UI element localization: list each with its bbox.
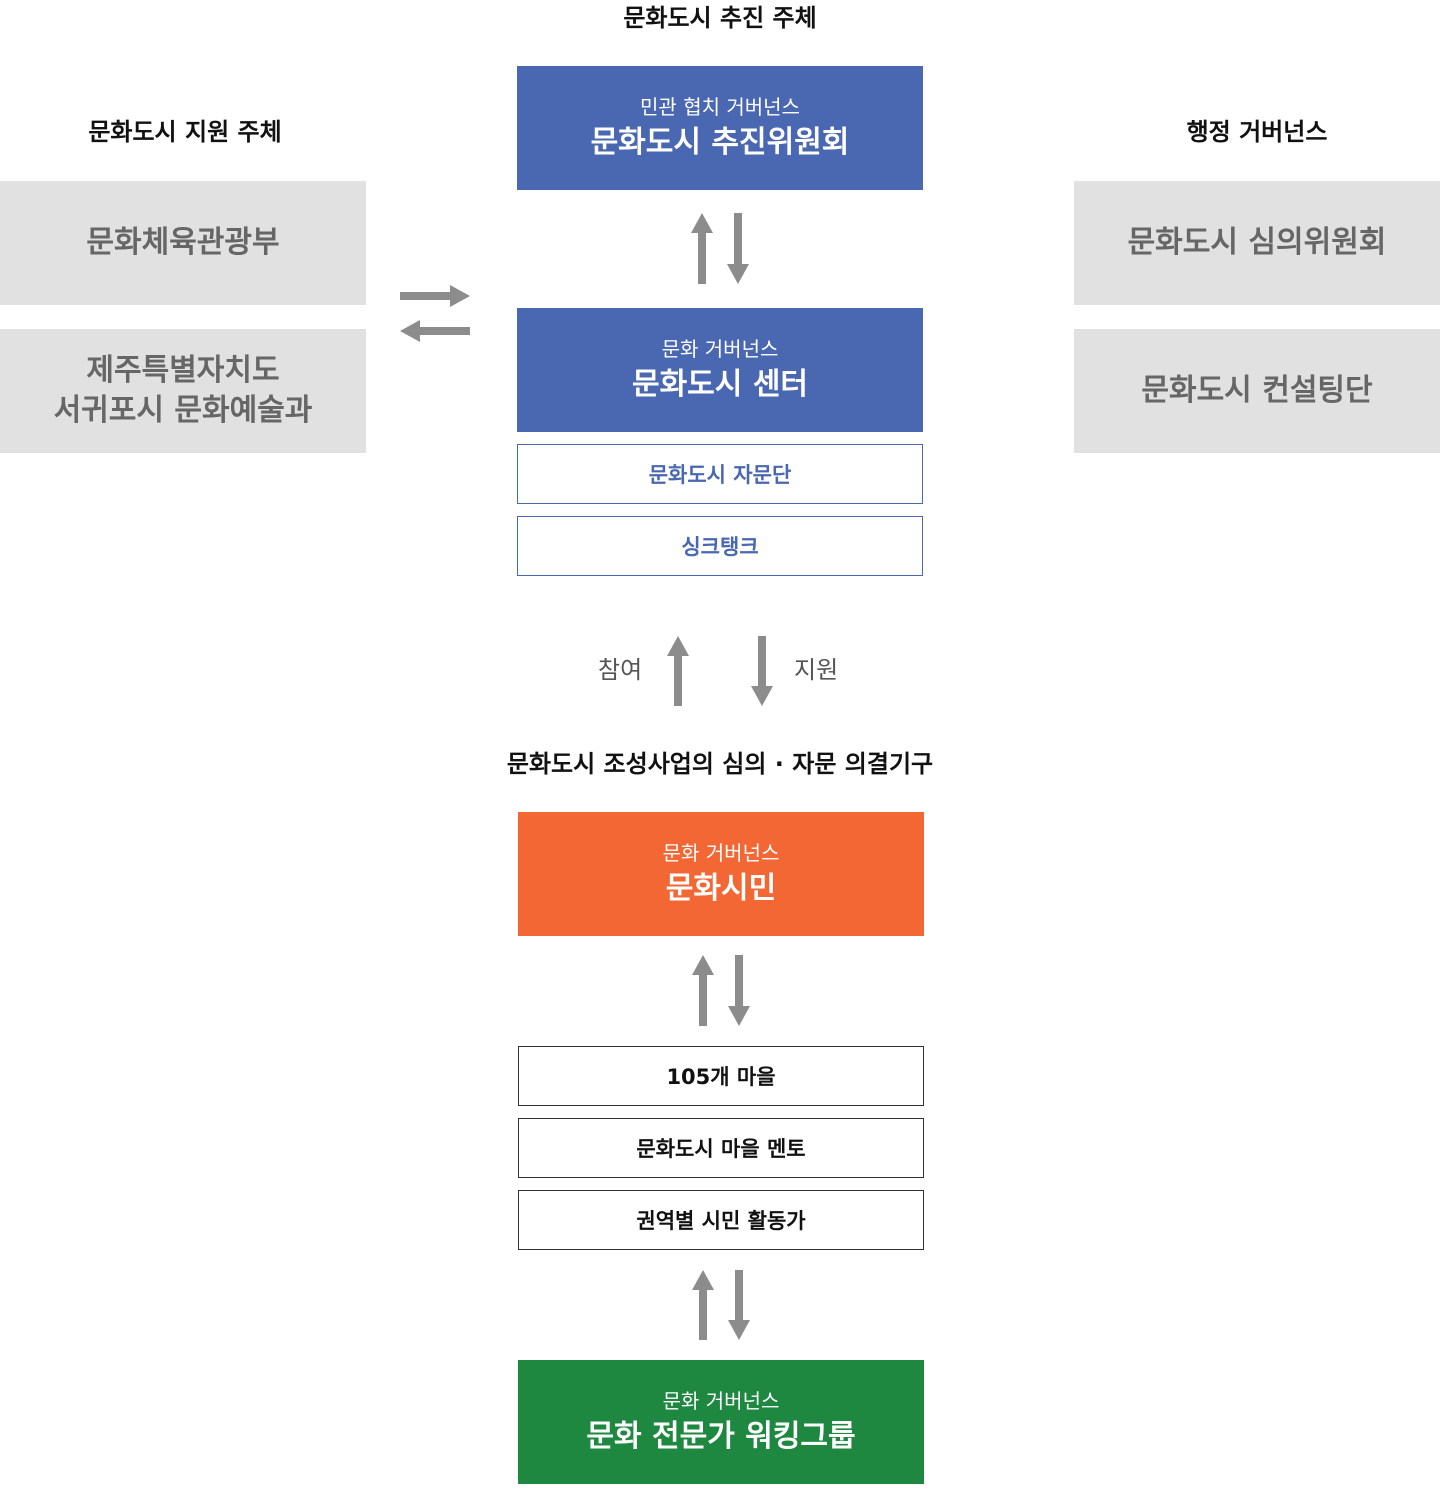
villages-box: 105개 마을 xyxy=(518,1046,924,1106)
thinktank-label: 싱크탱크 xyxy=(681,535,759,559)
consulting-label: 문화도시 컨설팅단 xyxy=(1141,372,1373,408)
thinktank-box: 싱크탱크 xyxy=(517,516,923,576)
committee-main: 문화도시 추진위원회 xyxy=(590,125,850,160)
ministry-box: 문화체육관광부 xyxy=(0,181,366,305)
activist-box: 권역별 시민 활동가 xyxy=(518,1190,924,1250)
experts-box: 문화 거버넌스 문화 전문가 워킹그룹 xyxy=(518,1360,924,1484)
council-heading: 문화도시 조성사업의 심의 · 자문 의결기구 xyxy=(506,750,934,778)
mentor-box: 문화도시 마을 멘토 xyxy=(518,1118,924,1178)
up-arrow-icon xyxy=(692,1270,714,1340)
advisory-label: 문화도시 자문단 xyxy=(648,463,792,487)
citizens-main: 문화시민 xyxy=(665,871,777,906)
committee-box: 민관 협치 거버넌스 문화도시 추진위원회 xyxy=(517,66,923,190)
left-arrow-icon xyxy=(400,320,470,342)
consulting-box: 문화도시 컨설팅단 xyxy=(1074,329,1440,453)
citizens-box: 문화 거버넌스 문화시민 xyxy=(518,812,924,936)
support-arrow-icon xyxy=(751,636,773,706)
review-committee-label: 문화도시 심의위원회 xyxy=(1127,224,1387,260)
villages-label: 105개 마을 xyxy=(666,1065,776,1089)
down-arrow-icon xyxy=(728,955,750,1026)
center-heading: 문화도시 추진 주체 xyxy=(623,4,817,32)
ministry-label: 문화체육관광부 xyxy=(86,224,280,260)
experts-main: 문화 전문가 워킹그룹 xyxy=(586,1419,856,1454)
support-label: 지원 xyxy=(794,656,839,684)
citizens-sub: 문화 거버넌스 xyxy=(662,841,780,865)
jeju-label: 제주특별자치도 서귀포시 문화예술과 xyxy=(53,352,313,429)
center-sub: 문화 거버넌스 xyxy=(661,337,779,361)
up-arrow-icon xyxy=(692,955,714,1026)
center-box: 문화 거버넌스 문화도시 센터 xyxy=(517,308,923,432)
up-arrow-icon xyxy=(691,213,713,284)
participate-label: 참여 xyxy=(598,656,643,684)
review-committee-box: 문화도시 심의위원회 xyxy=(1074,181,1440,305)
committee-sub: 민관 협치 거버넌스 xyxy=(640,95,800,119)
activist-label: 권역별 시민 활동가 xyxy=(636,1209,806,1233)
down-arrow-icon xyxy=(728,1270,750,1340)
center-main: 문화도시 센터 xyxy=(631,367,809,402)
experts-sub: 문화 거버넌스 xyxy=(662,1389,780,1413)
mentor-label: 문화도시 마을 멘토 xyxy=(636,1137,806,1161)
advisory-box: 문화도시 자문단 xyxy=(517,444,923,504)
participate-arrow-icon xyxy=(667,636,689,706)
right-arrow-icon xyxy=(400,285,470,307)
left-heading: 문화도시 지원 주체 xyxy=(88,118,282,146)
down-arrow-icon xyxy=(727,213,749,284)
jeju-box: 제주특별자치도 서귀포시 문화예술과 xyxy=(0,329,366,453)
right-heading: 행정 거버넌스 xyxy=(1186,118,1328,146)
